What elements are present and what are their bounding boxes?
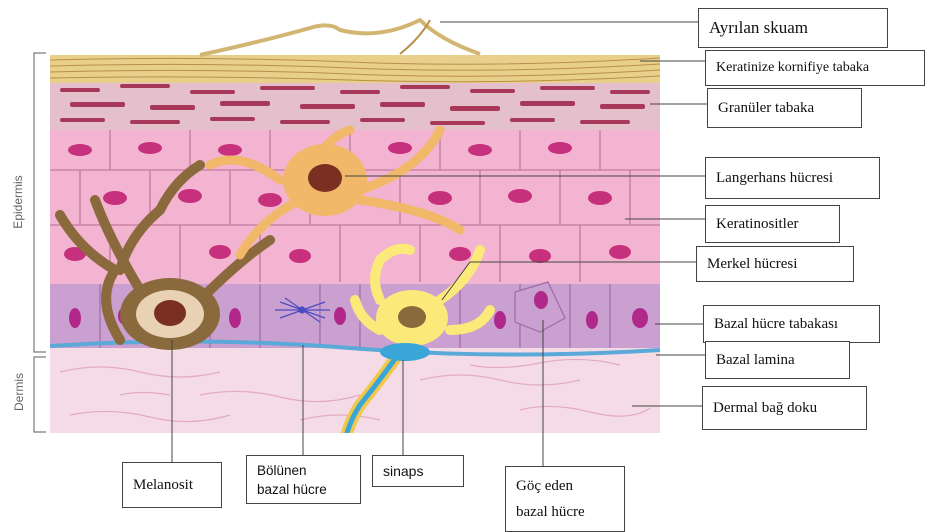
label-bazal-hucre-tabakasi: Bazal hücre tabakası <box>703 305 880 343</box>
separated-squame <box>200 20 480 55</box>
tissue-illustration <box>50 55 660 440</box>
label-dermal-bag-doku: Dermal bağ doku <box>702 386 867 430</box>
label-bolunen-line2: bazal hücre <box>257 480 327 499</box>
label-keratinize: Keratinize kornifiye tabaka <box>705 50 925 86</box>
label-langerhans: Langerhans hücresi <box>705 157 880 199</box>
label-ayrilan-skuam: Ayrılan skuam <box>698 8 888 48</box>
label-goc-eden-bazal-hucre: Göç eden bazal hücre <box>505 466 625 532</box>
label-melanosit: Melanosit <box>122 462 222 508</box>
label-goc-line1: Göç eden <box>516 473 573 499</box>
label-sinaps: sinaps <box>372 455 464 487</box>
epidermis-label: Epidermis <box>11 172 25 232</box>
label-bazal-lamina: Bazal lamina <box>705 341 850 379</box>
cornified-layer <box>50 55 660 83</box>
label-granuler: Granüler tabaka <box>707 88 862 128</box>
label-keratinositler: Keratinositler <box>705 205 840 243</box>
label-merkel: Merkel hücresi <box>696 246 854 282</box>
label-bolunen-bazal-hucre: Bölünen bazal hücre <box>246 455 361 504</box>
label-bolunen-line1: Bölünen <box>257 461 307 480</box>
label-goc-line2: bazal hücre <box>516 499 585 525</box>
layer-brackets <box>34 53 46 432</box>
dermis-label: Dermis <box>12 367 26 417</box>
